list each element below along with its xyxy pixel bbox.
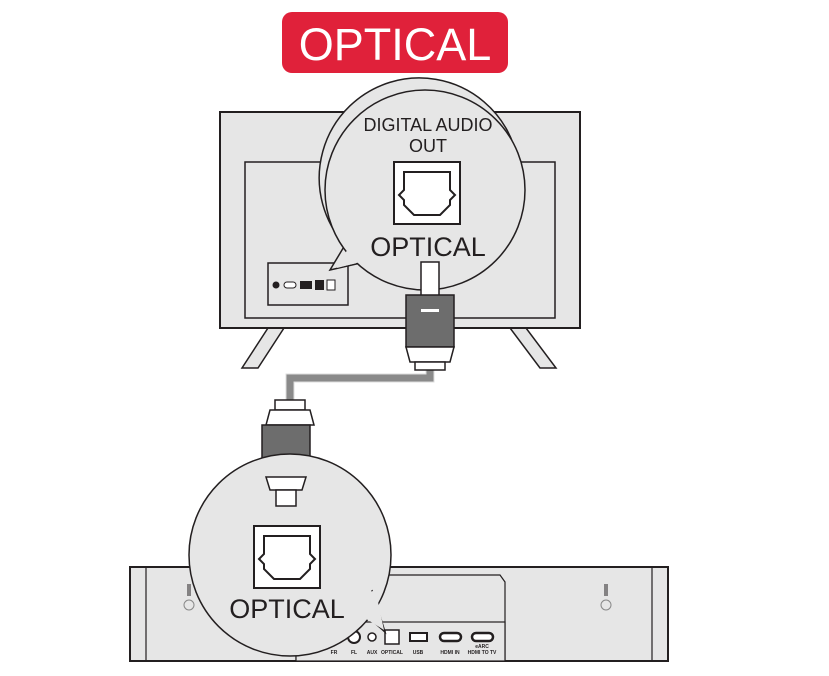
screw-hole-right bbox=[600, 584, 612, 611]
tv-port-panel bbox=[267, 262, 349, 306]
tv-ethernet-port bbox=[315, 280, 324, 290]
soundbar-optical-port-icon bbox=[253, 525, 321, 589]
title-badge-label: OPTICAL bbox=[299, 19, 492, 70]
port-label-hdmi-to-tv: HDMI TO TV bbox=[468, 650, 497, 656]
title-badge: OPTICAL bbox=[282, 12, 508, 73]
tv-hdmi-port bbox=[283, 281, 297, 289]
port-label-fl: FL bbox=[351, 650, 357, 656]
tv-optical-port-icon bbox=[393, 161, 461, 225]
tv-leg-left bbox=[240, 327, 286, 369]
usb-port bbox=[409, 632, 428, 642]
port-label-earc: eARC bbox=[475, 644, 489, 650]
optical-cable bbox=[286, 362, 434, 405]
soundbar-callout: OPTICAL bbox=[188, 453, 392, 657]
tv-callout: DIGITAL AUDIO OUT OPTICAL bbox=[318, 77, 526, 291]
optical-cable-outline bbox=[285, 362, 435, 405]
port-label-optical: OPTICAL bbox=[381, 650, 403, 656]
port-label-hdmi-in: HDMI IN bbox=[440, 650, 460, 656]
tv-side-connector bbox=[405, 261, 455, 371]
tv-usb-port bbox=[300, 281, 312, 289]
port-label-usb: USB bbox=[413, 650, 424, 656]
tv-leg-right bbox=[508, 327, 558, 369]
screw-hole-left bbox=[183, 584, 195, 611]
port-label-aux: AUX bbox=[367, 650, 378, 656]
tv-callout-title: DIGITAL AUDIO bbox=[363, 115, 492, 135]
soundbar-connector-tip bbox=[264, 476, 308, 507]
hdmi-in-port bbox=[438, 631, 463, 643]
soundbar-callout-port-label: OPTICAL bbox=[229, 594, 345, 624]
tv-callout-port-label: OPTICAL bbox=[370, 232, 486, 262]
tv-power-port bbox=[272, 281, 280, 289]
tv-callout-subtitle: OUT bbox=[409, 136, 447, 156]
tv-optical-port bbox=[326, 279, 336, 291]
port-label-fr: FR bbox=[331, 650, 338, 656]
hdmi-out-port bbox=[470, 631, 495, 643]
aux-port bbox=[367, 632, 377, 642]
optical-port bbox=[384, 629, 400, 645]
